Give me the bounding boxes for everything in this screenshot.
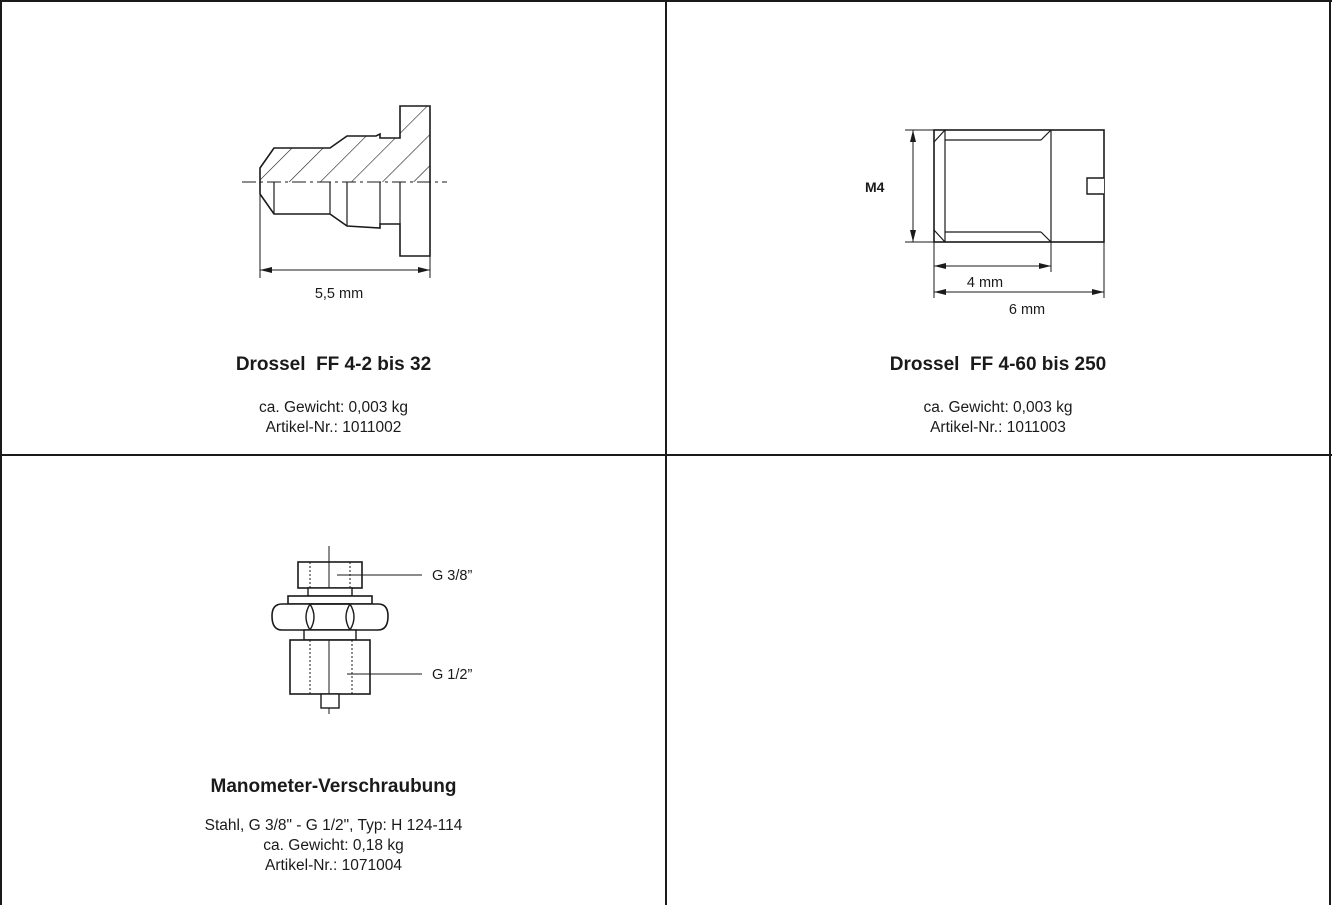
- part-meta: Stahl, G 3/8" - G 1/2", Typ: H 124-114 c…: [2, 816, 665, 876]
- drossel-small-drawing: 5,5 mm: [242, 105, 447, 302]
- part-cell-manometer-fitting: G 3/8” G 1/2” Manometer-Verschraubung St…: [2, 456, 665, 905]
- border-right: [1329, 0, 1331, 905]
- top-thread-label: G 3/8”: [432, 568, 472, 584]
- length-dimension: 5,5 mm: [315, 286, 363, 302]
- outer-length-dimension: 6 mm: [1009, 302, 1045, 318]
- part-title: Drossel FF 4-2 bis 32: [235, 354, 432, 375]
- border-left: [0, 0, 2, 905]
- column-divider: [665, 0, 667, 905]
- weight-text: ca. Gewicht: 0,003 kg: [923, 399, 1073, 416]
- weight-text: ca. Gewicht: 0,18 kg: [263, 837, 404, 854]
- part-meta: ca. Gewicht: 0,003 kg Artikel-Nr.: 10110…: [2, 398, 665, 438]
- empty-cell: [667, 456, 1329, 905]
- inner-length-dimension: 4 mm: [967, 275, 1003, 291]
- drossel-large-drawing: M4 4 mm 6 mm: [865, 129, 1105, 318]
- part-cell-drossel-large: M4 4 mm 6 mm Drossel FF 4-60 bis 250 ca.…: [667, 2, 1329, 454]
- article-number-text: Artikel-Nr.: 1071004: [265, 857, 402, 874]
- row-divider: [0, 454, 1332, 456]
- manometer-fitting-drawing: G 3/8” G 1/2”: [271, 546, 472, 714]
- thread-dimension: M4: [865, 179, 885, 195]
- material-text: Stahl, G 3/8" - G 1/2", Typ: H 124-114: [204, 817, 463, 834]
- article-number-text: Artikel-Nr.: 1011003: [930, 419, 1066, 436]
- part-title: Drossel FF 4-60 bis 250: [889, 354, 1107, 375]
- weight-text: ca. Gewicht: 0,003 kg: [258, 399, 409, 416]
- part-cell-drossel-small: 5,5 mm Drossel FF 4-2 bis 32 ca. Gewicht…: [2, 2, 665, 454]
- article-number-text: Artikel-Nr.: 1011002: [265, 419, 402, 436]
- bottom-thread-label: G 1/2”: [432, 667, 472, 683]
- part-meta: ca. Gewicht: 0,003 kg Artikel-Nr.: 10110…: [667, 398, 1329, 438]
- part-title: Manometer-Verschraubung: [210, 776, 457, 797]
